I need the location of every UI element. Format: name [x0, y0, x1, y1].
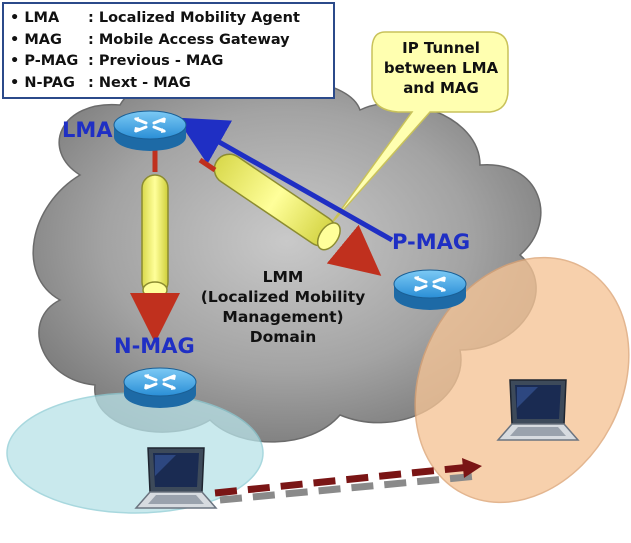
router-icon-pmag — [392, 268, 468, 312]
legend-row: • MAG : Mobile Access Gateway — [10, 30, 333, 52]
legend-row: • P-MAG : Previous - MAG — [10, 51, 333, 73]
callout-text: IP Tunnel between LMA and MAG — [382, 38, 500, 98]
legend-abbr: • LMA — [10, 10, 60, 26]
legend-abbr: • P-MAG — [10, 53, 79, 69]
legend-definition: : Mobile Access Gateway — [88, 31, 290, 48]
handover-arrow — [214, 463, 471, 497]
label-lma: LMA — [62, 118, 113, 142]
legend-box: • LMA : Localized Mobility Agent • MAG : M… — [2, 2, 335, 99]
legend-row: • LMA : Localized Mobility Agent — [10, 8, 333, 30]
label-nmag: N-MAG — [114, 334, 195, 358]
legend-row: • N-PAG : Next - MAG — [10, 73, 333, 95]
callout-bubble — [329, 31, 509, 226]
signal-arrow-pmag-to-lma — [176, 117, 394, 243]
label-pmag: P-MAG — [392, 230, 471, 254]
tunnel-lma-nmag — [141, 174, 169, 299]
legend-definition: : Localized Mobility Agent — [88, 10, 300, 26]
domain-line: LMM — [262, 268, 304, 286]
legend-definition: : Previous - MAG — [88, 53, 224, 69]
domain-line: Domain — [249, 328, 317, 346]
legend-abbr: • MAG — [10, 31, 62, 48]
callout-line: IP Tunnel — [402, 39, 480, 57]
red-arrow-lma-pmag-out — [326, 224, 382, 276]
callout-line: between LMA — [383, 59, 499, 77]
router-icon-lma — [112, 109, 188, 153]
callout-line: and MAG — [403, 79, 479, 97]
router-icon-nmag — [122, 366, 198, 410]
domain-label: LMM (Localized Mobility Management) Doma… — [198, 267, 368, 347]
domain-line: (Localized Mobility — [200, 288, 366, 306]
legend-abbr: • N-PAG — [10, 74, 75, 91]
handover-arrow-shadow — [219, 472, 479, 504]
legend-definition: : Next - MAG — [88, 74, 191, 91]
domain-line: Management) — [222, 308, 344, 326]
handover-arrow-head — [462, 458, 482, 478]
red-arrow-lma-pmag-in — [198, 157, 217, 173]
